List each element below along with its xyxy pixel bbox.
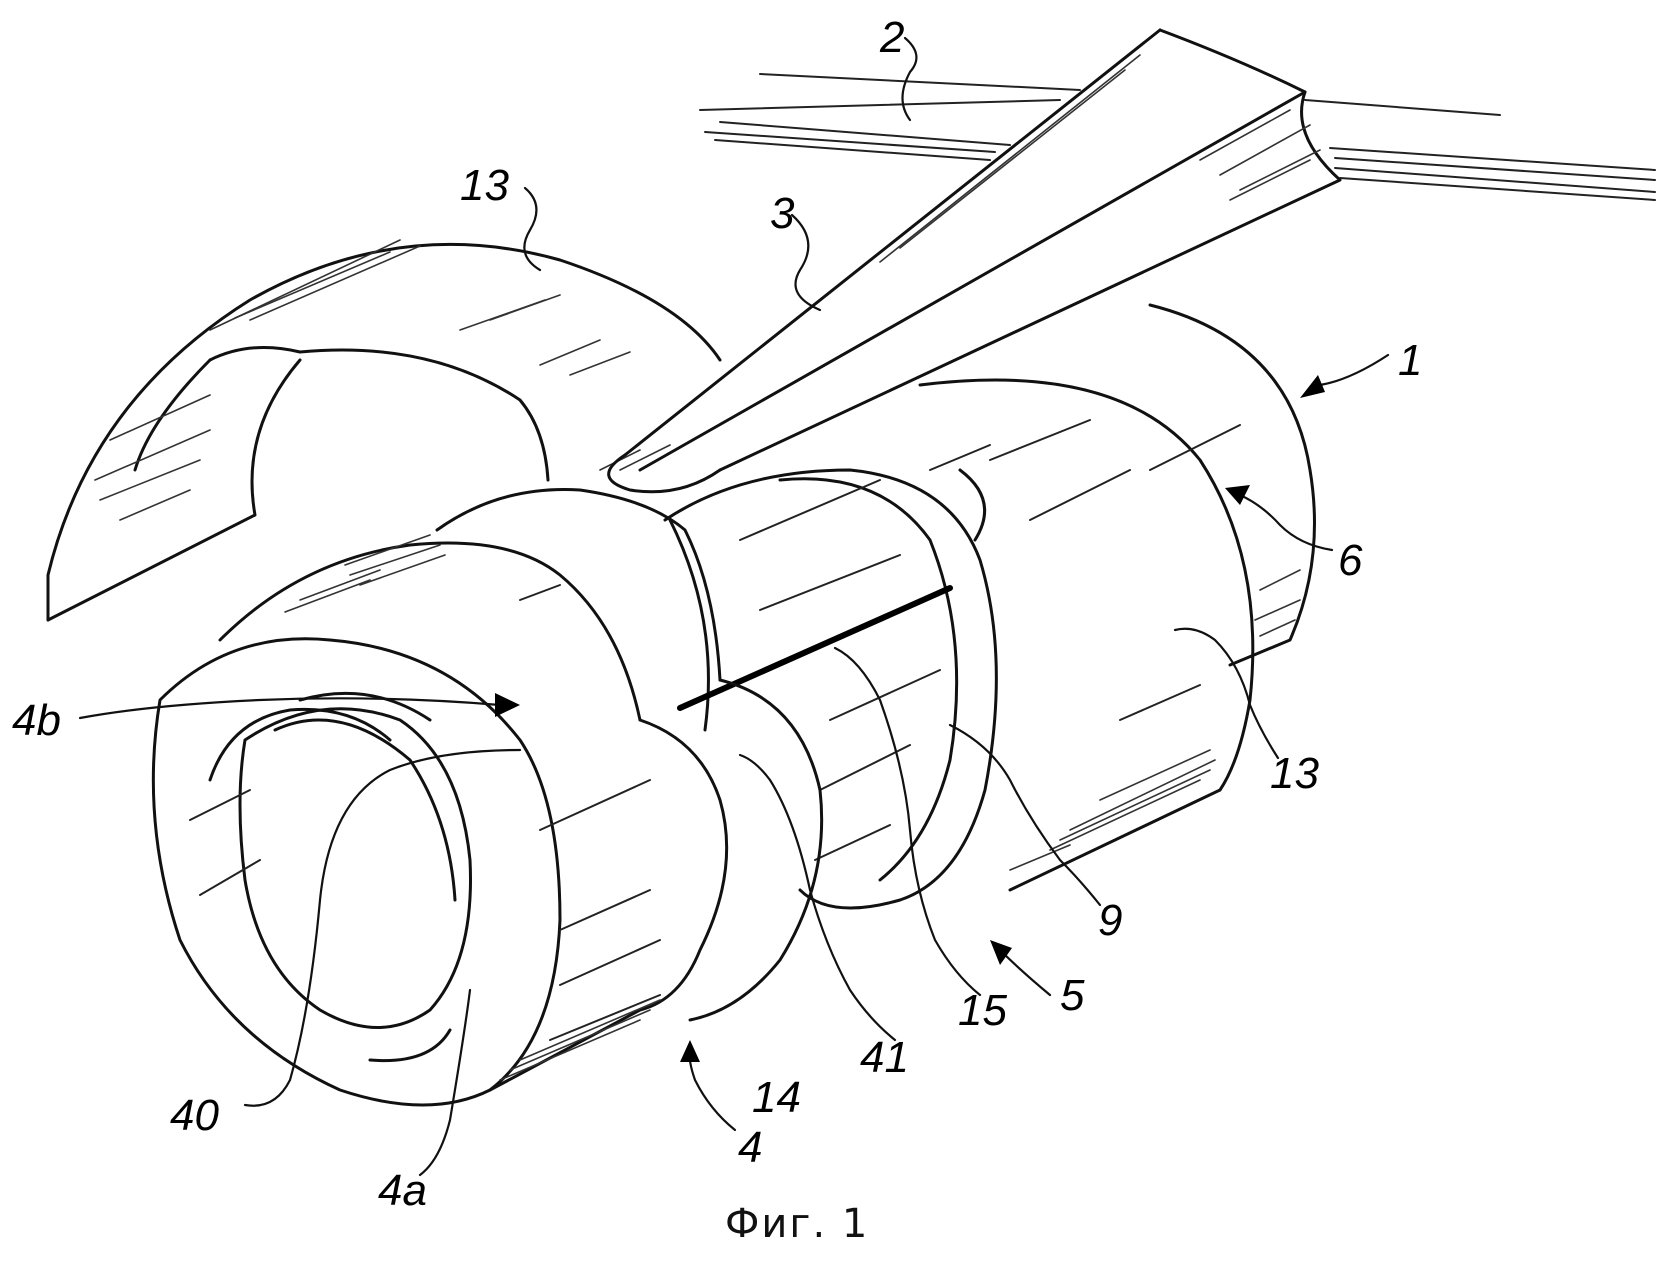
leader-3	[790, 213, 822, 312]
label-40: 40	[170, 1091, 219, 1140]
label-13-top: 13	[460, 161, 509, 210]
label-4: 4	[738, 1123, 762, 1172]
label-6: 6	[1338, 536, 1363, 585]
leader-2	[901, 36, 918, 122]
leader-1	[1318, 353, 1390, 387]
label-13-right: 13	[1270, 749, 1319, 798]
leader-6	[1238, 493, 1334, 552]
label-15: 15	[958, 986, 1007, 1035]
web-3	[599, 28, 1342, 494]
arrowhead-4b	[495, 693, 520, 717]
label-2: 2	[879, 13, 904, 62]
label-1: 1	[1398, 336, 1422, 385]
arrowhead-5	[990, 940, 1012, 965]
leader-9	[948, 723, 1102, 907]
label-4a: 4a	[378, 1166, 427, 1215]
front-coil-4	[151, 488, 824, 1107]
sleeve-13-left	[46, 239, 722, 622]
leader-41	[738, 753, 897, 1042]
label-41: 41	[860, 1033, 909, 1082]
leader-15	[833, 646, 982, 997]
feed-sheet-2	[699, 73, 1656, 201]
slit-line	[677, 585, 953, 711]
leader-40	[243, 748, 522, 1107]
leader-lines	[78, 36, 1390, 1177]
leader-13a	[523, 186, 542, 272]
figure-caption: Фиг. 1	[725, 1201, 869, 1247]
leader-4b	[78, 697, 502, 720]
arrowhead-6	[1225, 485, 1250, 505]
spiral-end-40	[208, 707, 452, 1063]
sleeve-13-right	[918, 303, 1316, 892]
label-14: 14	[752, 1073, 801, 1122]
label-3: 3	[770, 189, 795, 238]
label-5: 5	[1060, 971, 1085, 1020]
arrowhead-1	[1300, 375, 1325, 398]
label-9: 9	[1098, 896, 1122, 945]
arrows	[495, 375, 1325, 1132]
arrow-5	[998, 948, 1052, 997]
leader-13b	[1173, 627, 1280, 760]
label-4b: 4b	[12, 696, 61, 745]
middle-band	[663, 468, 998, 910]
reference-labels: 2 13 3 1 6 4b 13 9 15 5 41 14 40 4 4a	[12, 13, 1422, 1215]
arrowhead-4	[680, 1040, 700, 1062]
leader-4a	[418, 988, 472, 1177]
